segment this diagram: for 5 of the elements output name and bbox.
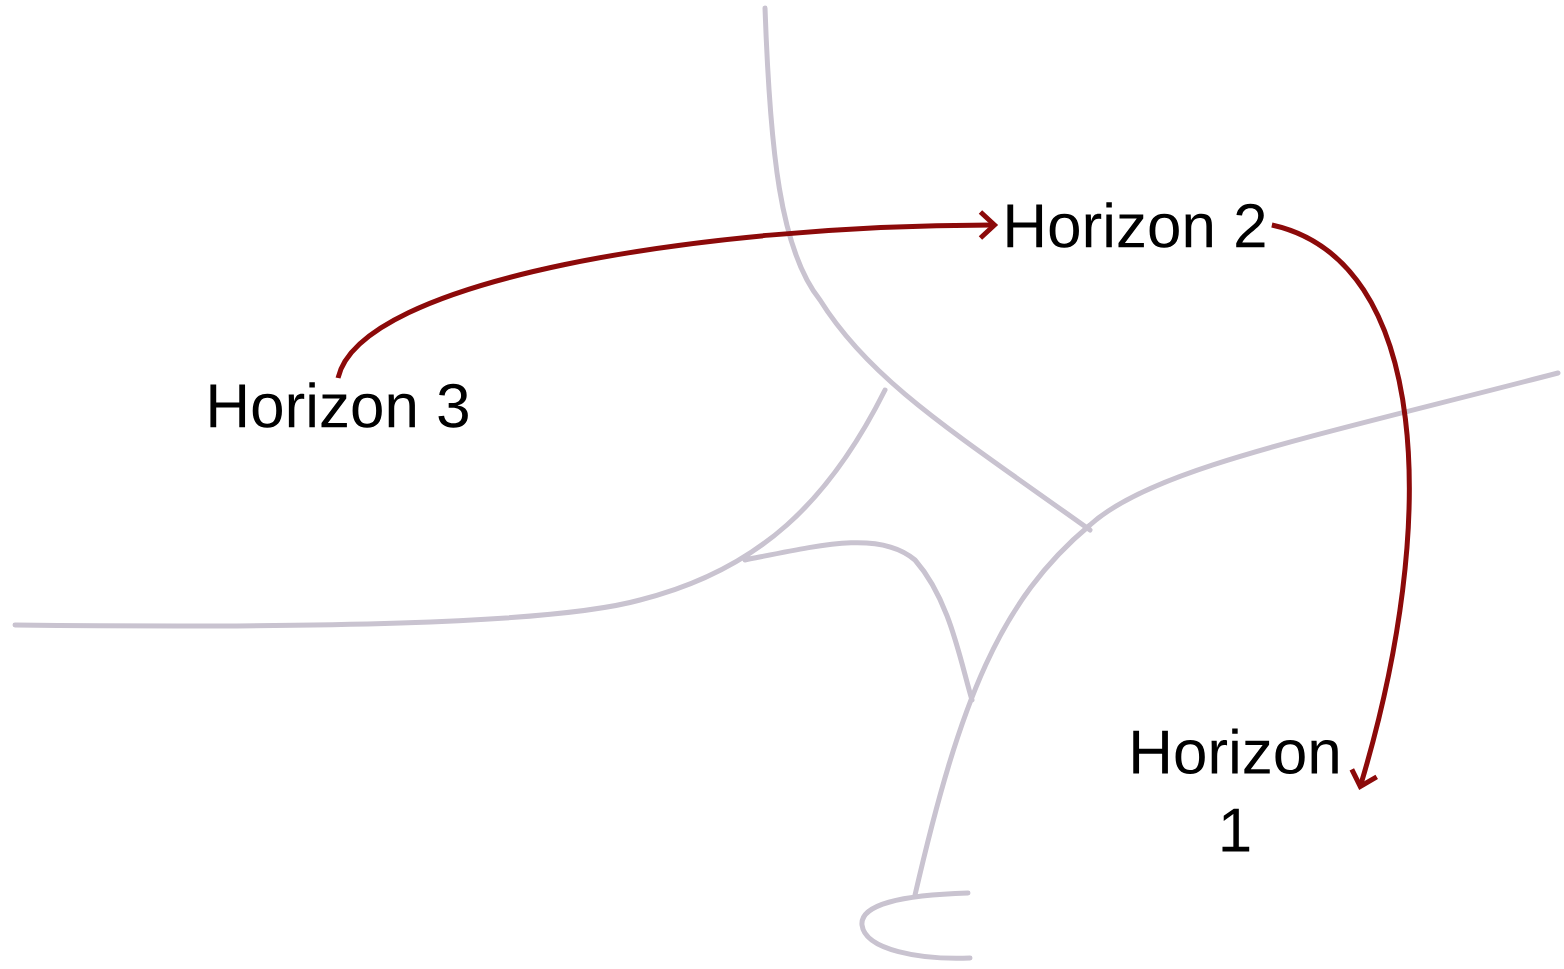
arrow [335, 210, 999, 380]
arrow [1271, 222, 1412, 790]
text-label: Horizon 2 [1007, 202, 1265, 248]
text-label: Horizon 3 [210, 382, 468, 428]
text-label: Horizon 1 [1133, 728, 1338, 852]
